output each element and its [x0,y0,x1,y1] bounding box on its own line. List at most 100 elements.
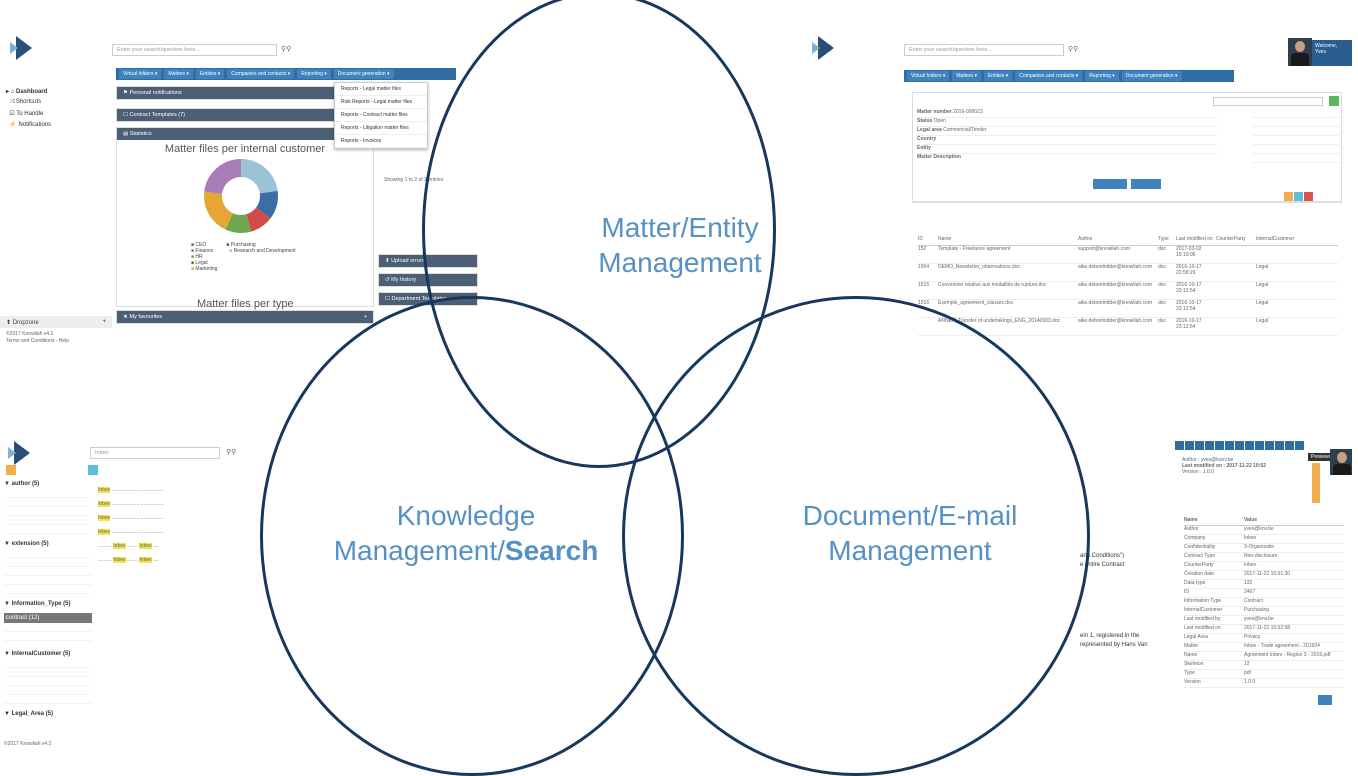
search-icon[interactable]: ⚲⚲ [1068,46,1079,53]
app-logo [812,36,834,60]
col-counterparty[interactable]: CounterParty [1216,236,1246,242]
field-matter-number-value[interactable]: 2016-000023 [953,109,983,115]
welcome-box: Welcome, Yves [1312,40,1352,66]
document-snippet-2: e entire Contract [1080,562,1125,568]
col-type[interactable]: Type [1158,236,1169,242]
sidebar-item-notifications[interactable]: ⚡ Notifications [6,122,52,128]
menu-item-contract-reports[interactable]: Reports - Contract matter files [335,109,427,122]
result-item[interactable]: Inbev ..................................… [98,515,165,521]
panel-contract-templates: ☐ Contract Templates (7) [116,108,374,122]
sidebar-item-shortcuts[interactable]: ⤨ Shortcuts [6,99,42,105]
nav-entities[interactable]: Entities ▾ [195,69,225,79]
facet-internal-customer[interactable]: ▼ InternalCustomer (5) [4,651,71,657]
menu-item-invoice-reports[interactable]: Reports - Invoices [335,135,427,148]
result-item[interactable]: .......... Inbev ........ Inbev .... [98,543,159,549]
result-item[interactable]: .......... Inbev ........ Inbev .... [98,557,159,563]
menu-item-legal-reports[interactable]: Reports - Legal matter files [335,83,427,96]
result-item[interactable]: Inbev ..................................… [98,487,165,493]
sidebar-item-dashboard[interactable]: ▸ ⌂ Dashboard [6,89,48,95]
footer-terms[interactable]: Terms and Conditions - Help [6,338,70,344]
avatar [1288,38,1312,66]
pagination-button[interactable] [1318,695,1332,705]
col-internal-customer[interactable]: InternalCustomer [1256,236,1295,242]
search-input[interactable]: Inbev [90,447,220,459]
search-icon[interactable]: ⚲⚲ [281,46,292,53]
col-author[interactable]: Author [1078,236,1093,242]
search-icon[interactable]: ⚲⚲ [226,449,237,456]
search-input[interactable]: Enter your search/question here... [112,44,277,56]
col-id[interactable]: ID [918,236,923,242]
menu-item-risk-reports[interactable]: Risk Reports - Legal matter files [335,96,427,109]
document-meta: Author : yves@konv.be Last modified on :… [1182,457,1266,475]
menu-item-litigation-reports[interactable]: Reports - Litigation matter files [335,122,427,135]
nav-virtual-folders[interactable]: Virtual folders ▾ [907,71,950,81]
chart-legend: ■ CEO■ Purchasing ■ Finance■ Research an… [191,242,296,272]
documents-table: ID Name Author Type Last modified on Cou… [918,236,1338,336]
nav-virtual-folders[interactable]: Virtual folders ▾ [119,69,162,79]
side-actions[interactable] [1312,463,1320,503]
col-name[interactable]: Name [938,236,952,242]
chart-title: Matter files per internal customer [164,143,326,155]
nav-matters[interactable]: Matters ▾ [164,69,193,79]
field-country-label: Country [917,136,937,142]
sidebar: ▸ ⌂ Dashboard ⤨ Shortcuts ☑ To Handle ⚡ … [6,86,106,130]
table-row[interactable]: ANNEX_Transfer of undertakings_ENG_20140… [918,318,1338,336]
search-screenshot: Inbev ⚲⚲ ▼ author (5) ▼ extension (5) ▼ … [0,435,300,769]
field-status-label: Status [917,118,933,124]
facet-contract-selected[interactable]: contract (12) [4,613,92,623]
document-tabs [912,193,1342,203]
matter-form: Matter number 2016-000023 Status Open Le… [912,92,1342,202]
filter-toggle[interactable] [6,465,16,475]
sidebar-item-to-handle[interactable]: ☑ To Handle [6,111,44,117]
results-toggle[interactable] [88,465,98,475]
nav-companies[interactable]: Companies and contacts ▾ [1015,71,1083,81]
search-results: Inbev ..................................… [98,479,288,729]
result-item[interactable]: Inbev ..................................… [98,501,165,507]
nav-matters[interactable]: Matters ▾ [952,71,981,81]
nav-companies[interactable]: Companies and contacts ▾ [227,69,295,79]
result-item[interactable]: Inbev ..................................… [98,529,165,535]
reporting-dropdown: Reports - Legal matter files Risk Report… [334,82,428,149]
filter-input[interactable] [1213,97,1323,106]
facet-legal-area[interactable]: ▼ Legal_Area (5) [4,711,53,717]
facet-extension[interactable]: ▼ extension (5) [4,541,49,547]
dropzone[interactable]: ⬆ Dropzone+ [0,316,112,328]
nav-reporting[interactable]: Reporting ▾ [297,69,331,79]
facet-information-type[interactable]: ▼ Information_Type (5) [4,601,71,607]
avatar [1330,449,1352,475]
document-toolbar [1175,441,1305,452]
facet-author[interactable]: ▼ author (5) [4,481,40,487]
add-icon[interactable] [1329,96,1339,106]
user-icon[interactable] [1304,192,1313,201]
mail-icon[interactable] [1294,192,1303,201]
nav-document-generation[interactable]: Document generation ▾ [333,69,394,79]
nav-document-generation[interactable]: Document generation ▾ [1121,71,1182,81]
field-legal-area-value[interactable]: Commercial/Tender [943,127,987,133]
toolbar-icons [1284,192,1314,203]
save-button[interactable] [1093,179,1127,189]
reset-button[interactable] [1131,179,1161,189]
col-modified[interactable]: Last modified on [1176,236,1213,242]
app-logo [8,441,30,465]
nav-entities[interactable]: Entities ▾ [983,71,1013,81]
search-input[interactable]: Enter your search/question here... [904,44,1064,56]
edit-icon[interactable] [1284,192,1293,201]
panel-statistics: ▤ Statistics Matter files per internal c… [116,127,374,310]
nav-reporting[interactable]: Reporting ▾ [1085,71,1119,81]
panel-my-favourites: ★ My favourites+ [116,310,374,324]
field-status-value[interactable]: Open [933,118,946,124]
